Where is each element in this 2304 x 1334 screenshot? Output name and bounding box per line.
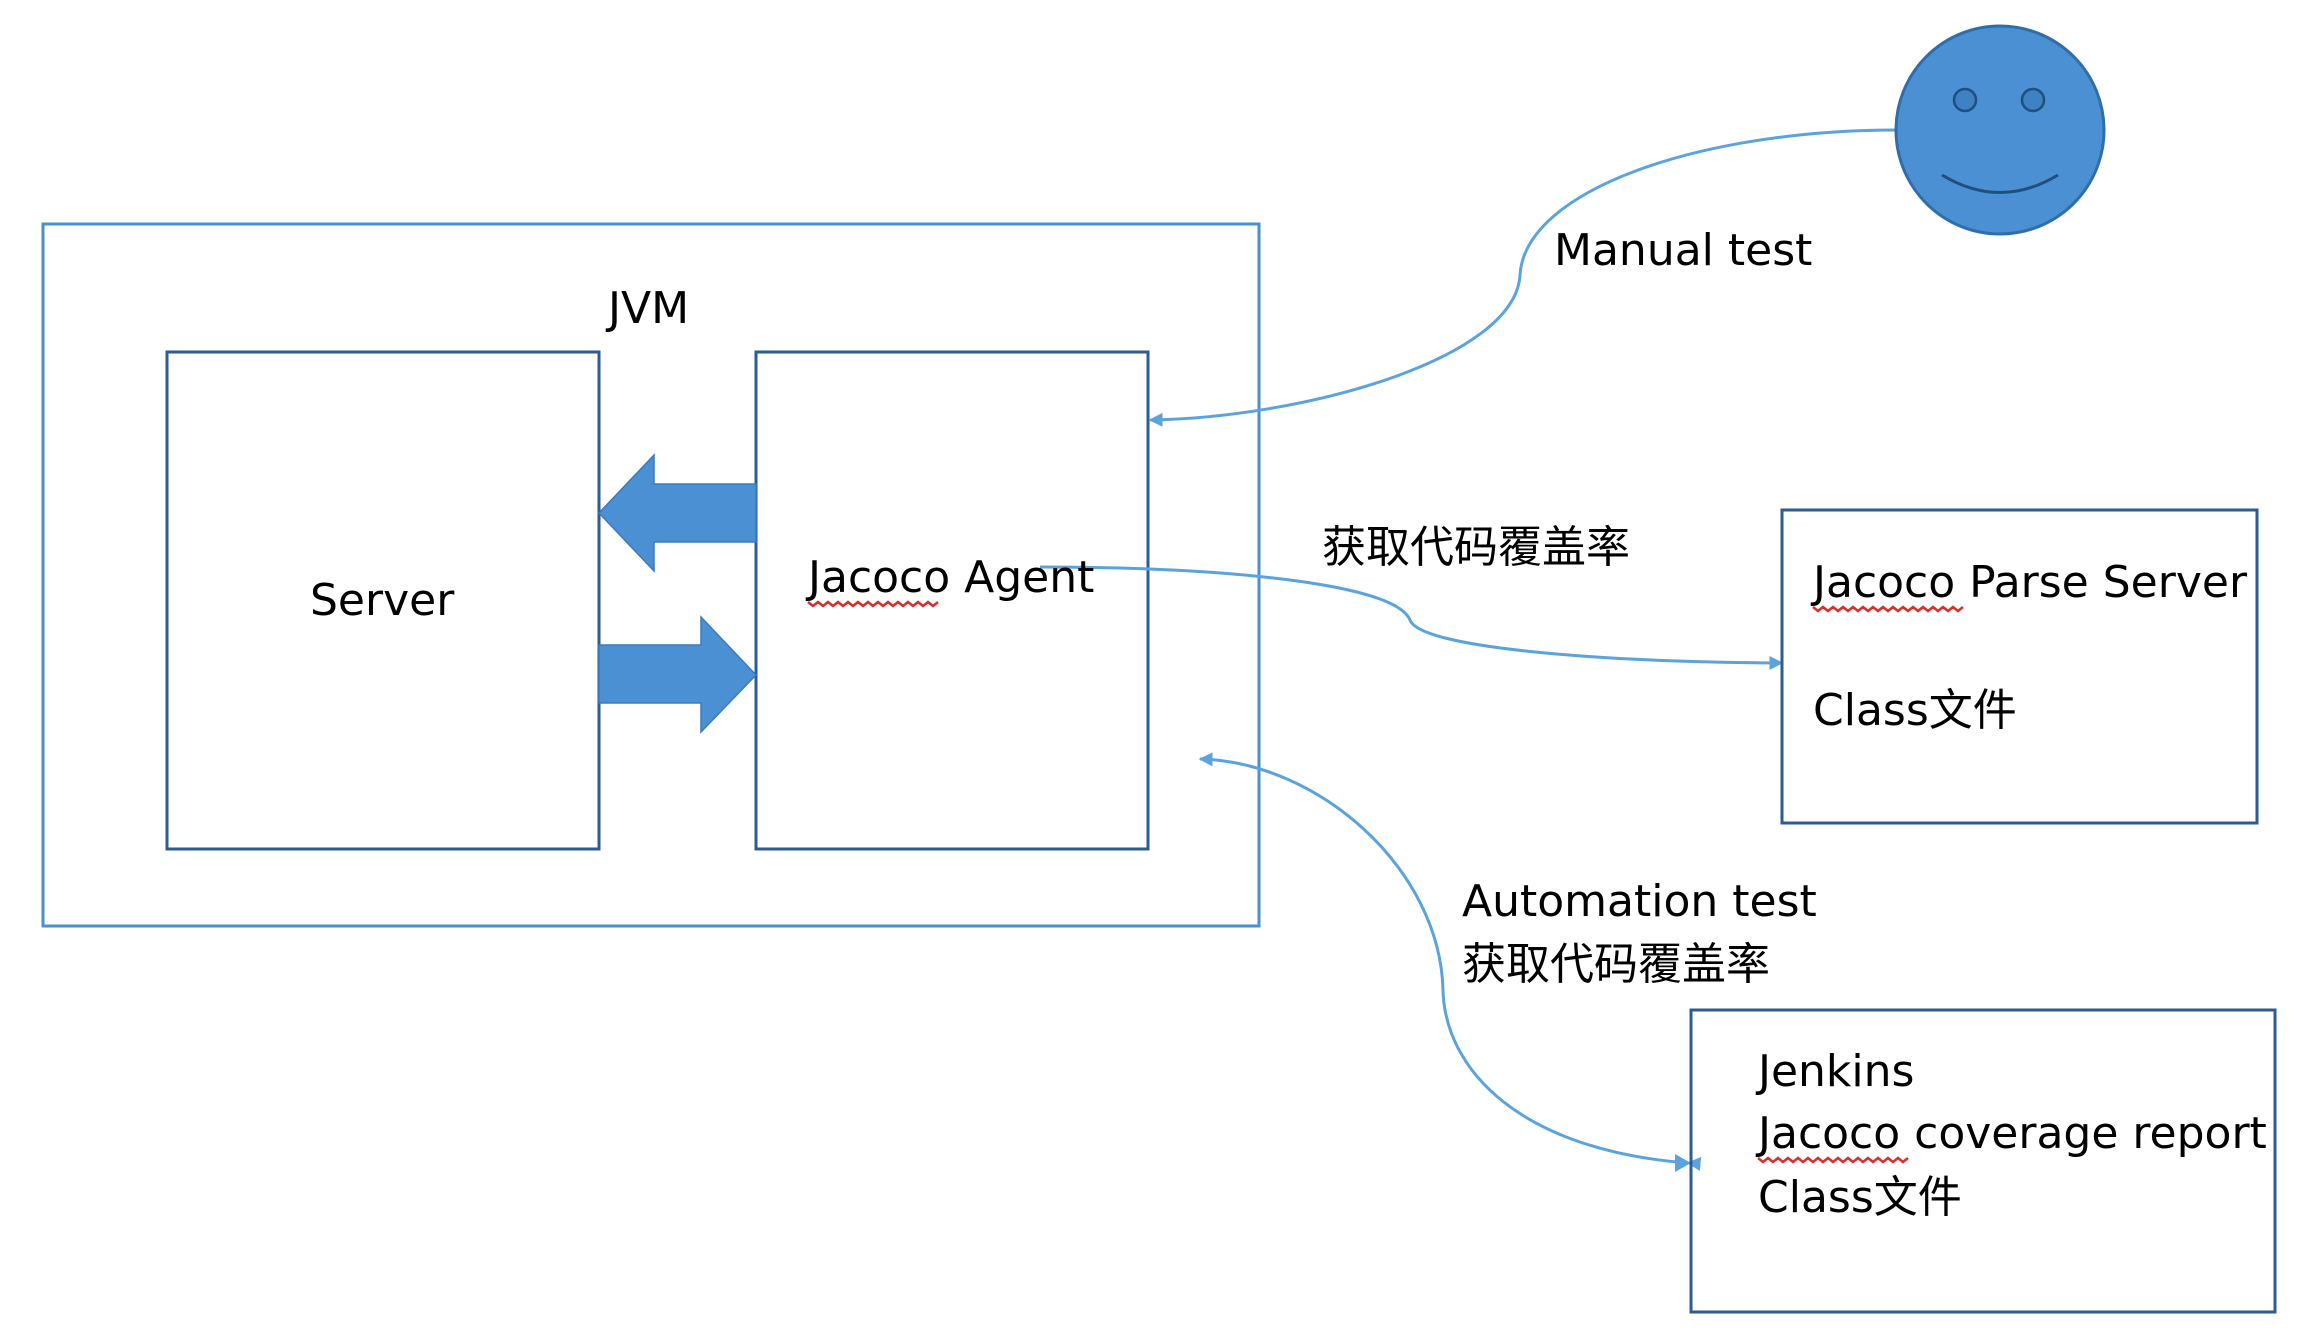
automation-connector [1198,752,1702,1171]
manual-test-label: Manual test [1554,225,1812,276]
server-label: Server [310,575,455,626]
parse-server-class-files: Class文件 [1813,685,2017,736]
smiley-head [1894,24,2106,236]
automation-arrow-jenkins [1675,1154,1691,1172]
agent-box [754,350,1150,851]
agent-spellcheck-underline [807,600,939,608]
manual-test-connector [1148,128,1898,427]
jvm-label: JVM [605,283,689,334]
parse-server-spellcheck-underline [1812,605,1964,613]
parse-server-box [1780,508,2259,825]
coverage-label: 获取代码覆盖率 [1322,522,1630,573]
automation-test-label: Automation test [1462,876,1817,927]
block-arrow-left [597,453,757,573]
agent-label: Jacoco Agent [805,552,1094,603]
smiley-right-eye [2020,87,2046,113]
smiley-face-icon [1894,24,2106,236]
jenkins-spellcheck-underline [1757,1156,1909,1164]
server-box [165,350,601,851]
automation-coverage-label: 获取代码覆盖率 [1462,939,1770,990]
smiley-left-eye [1952,87,1978,113]
coverage-connector [1039,565,1784,670]
block-arrow-right [598,615,758,734]
jenkins-box [1689,1008,2277,1314]
jenkins-coverage-report: Jacoco coverage report [1755,1108,2267,1159]
jenkins-class-files: Class文件 [1758,1172,1962,1223]
smiley-mouth [1941,173,2059,194]
parse-server-title: Jacoco Parse Server [1810,557,2248,608]
jenkins-title: Jenkins [1755,1046,1914,1097]
